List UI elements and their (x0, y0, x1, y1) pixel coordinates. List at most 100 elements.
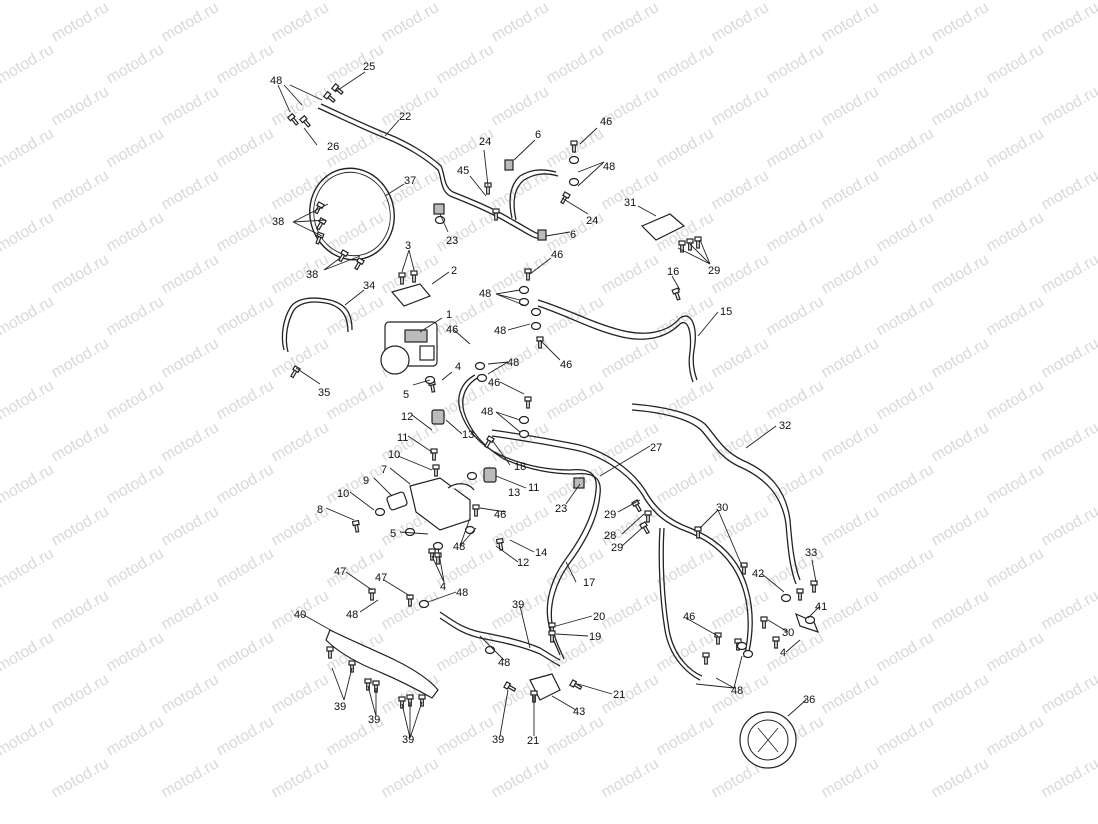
watermark-text: motod.ru (49, 83, 112, 129)
callout-46d: 46 (560, 359, 572, 371)
washer-icon (518, 429, 530, 439)
washer-icon (476, 373, 488, 383)
watermark-text: motod.ru (874, 461, 937, 507)
washer-icon (518, 415, 530, 425)
watermark-text: motod.ru (324, 209, 387, 255)
watermark-text: motod.ru (0, 629, 57, 675)
callout-22: 22 (399, 111, 411, 123)
bolt-icon (503, 681, 517, 692)
watermark-text: motod.ru (0, 545, 57, 591)
callout-39: 39 (512, 599, 524, 611)
callout-21b: 21 (527, 735, 539, 747)
bolt-icon (548, 630, 556, 643)
washer-icon (742, 649, 754, 659)
watermark-text: motod.ru (49, 335, 112, 381)
watermark-text: motod.ru (434, 713, 497, 759)
bolt-icon (398, 272, 406, 285)
callout-29b: 29 (611, 542, 623, 554)
bolt-icon (694, 526, 702, 539)
watermark-text: motod.ru (819, 419, 882, 465)
callout-12b: 12 (517, 557, 529, 569)
callout-8: 8 (317, 504, 323, 516)
watermark-text: motod.ru (874, 125, 937, 171)
watermark-text: motod.ru (819, 335, 882, 381)
leader-lines (277, 71, 821, 739)
watermark-text: motod.ru (599, 251, 662, 297)
watermark-text: motod.ru (489, 755, 552, 801)
watermark-text: motod.ru (379, 755, 442, 801)
watermark-text: motod.ru (874, 209, 937, 255)
watermark-text: motod.ru (984, 41, 1047, 87)
bolt-icon (315, 231, 325, 245)
components (380, 159, 820, 701)
callout-17: 17 (583, 577, 595, 589)
callout-33: 33 (805, 547, 817, 559)
bolt-icon (671, 287, 681, 301)
watermark-text: motod.ru (984, 629, 1047, 675)
watermark-text: motod.ru (104, 545, 167, 591)
callout-41: 41 (815, 601, 827, 613)
callout-13b: 13 (508, 487, 520, 499)
watermark-text: motod.ru (984, 545, 1047, 591)
callout-48: 48 (270, 75, 282, 87)
bolt-icon (322, 90, 336, 103)
bolt-icon (472, 504, 480, 517)
bolt-icon (430, 448, 438, 461)
callout-9: 9 (363, 475, 369, 487)
washer-icon (474, 361, 486, 371)
watermark-text: motod.ru (984, 713, 1047, 759)
watermark-text: motod.ru (214, 209, 277, 255)
watermark-text: motod.ru (0, 713, 57, 759)
bolt-icon (316, 217, 327, 231)
callout-30: 30 (716, 502, 728, 514)
watermark-text: motod.ru (214, 461, 277, 507)
callout-46b: 46 (551, 249, 563, 261)
watermark-text: motod.ru (764, 209, 827, 255)
watermark-text: motod.ru (984, 125, 1047, 171)
callout-48e: 48 (507, 357, 519, 369)
bolt-icon (314, 201, 325, 215)
bolt-icon (410, 270, 418, 283)
watermark-text: motod.ru (599, 671, 662, 717)
washer-icon (568, 155, 580, 165)
callout-5: 5 (403, 389, 409, 401)
watermark-text: motod.ru (269, 671, 332, 717)
watermark-text: motod.ru (1039, 0, 1098, 45)
washer-icon (518, 285, 530, 295)
washer-icon (804, 615, 816, 625)
watermark-text: motod.ru (324, 41, 387, 87)
watermark-text: motod.ru (214, 713, 277, 759)
washer-icon (466, 471, 478, 481)
bolt-icon (570, 140, 578, 153)
bolt-icon (702, 652, 710, 665)
watermark-text: motod.ru (159, 671, 222, 717)
callout-39d: 39 (402, 734, 414, 746)
callout-19: 19 (589, 631, 601, 643)
callout-48k: 48 (731, 685, 743, 697)
bolt-icon (434, 552, 442, 565)
callout-18: 18 (514, 461, 526, 473)
watermark-text: motod.ru (599, 755, 662, 801)
bolt-icon (694, 236, 702, 249)
bolt-icon (290, 365, 301, 379)
watermark-text: motod.ru (49, 503, 112, 549)
callout-48g: 48 (453, 541, 465, 553)
callout-46f: 46 (494, 509, 506, 521)
watermark-text: motod.ru (654, 41, 717, 87)
callout-48c: 48 (479, 288, 491, 300)
watermark-text: motod.ru (984, 377, 1047, 423)
callout-15: 15 (720, 306, 732, 318)
watermark-text: motod.ru (159, 0, 222, 45)
bolt-icon (524, 396, 532, 409)
watermark-text: motod.ru (544, 377, 607, 423)
washer-icon (374, 507, 386, 517)
callout-43: 43 (573, 706, 585, 718)
watermark-text: motod.ru (929, 419, 992, 465)
callout-38: 38 (272, 216, 284, 228)
watermark-text: motod.ru (0, 41, 57, 87)
callout-6b: 6 (570, 229, 576, 241)
washer-icon (418, 599, 430, 609)
watermark-text: motod.ru (874, 41, 937, 87)
watermark-text: motod.ru (434, 41, 497, 87)
watermark-text: motod.ru (214, 545, 277, 591)
